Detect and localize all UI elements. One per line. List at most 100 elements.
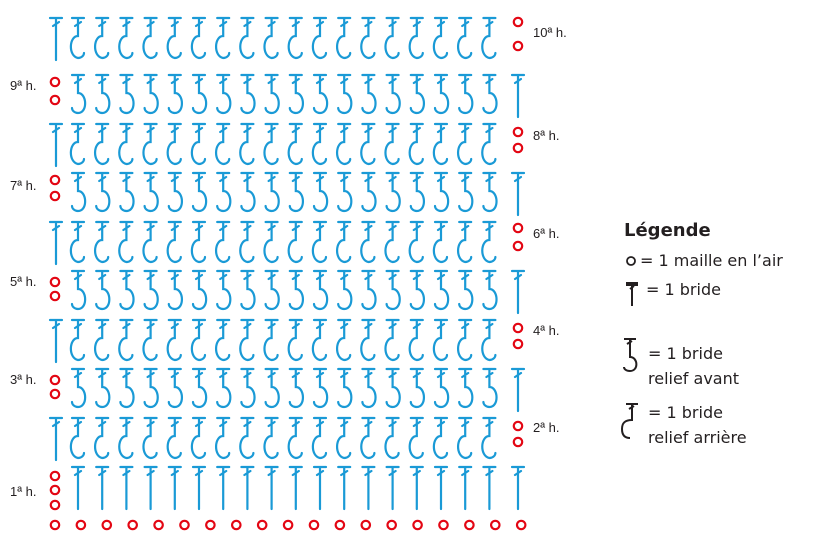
stitch-path	[312, 171, 329, 213]
chain-stitch	[512, 40, 524, 52]
stitch-path	[311, 122, 328, 166]
stitch-path	[240, 73, 256, 115]
stitch-relief-avant	[361, 73, 377, 115]
stitch-bride	[119, 465, 134, 511]
stitch-relief-avant	[337, 73, 353, 115]
stitch-relief-avant	[143, 269, 159, 311]
stitch-path	[456, 220, 473, 264]
stitch-path	[361, 73, 377, 115]
stitch-path	[384, 220, 400, 264]
stitch-path	[216, 465, 231, 511]
stitch-relief-arriere	[408, 122, 424, 166]
chain-stitch	[49, 484, 61, 496]
chain-stitch	[512, 126, 524, 138]
stitch-path	[166, 16, 182, 60]
stitch-path	[69, 318, 86, 362]
stitch-path	[70, 73, 87, 115]
stitch-path	[337, 171, 353, 213]
stitch-path	[70, 269, 87, 311]
stitch-path	[264, 73, 280, 115]
stitch-path	[335, 122, 352, 166]
stitch-grid	[48, 16, 526, 511]
stitch-path	[456, 16, 473, 60]
stitch-path	[214, 122, 231, 166]
stitch-relief-arriere	[239, 416, 255, 460]
stitch-path	[510, 73, 526, 119]
stitch-path	[48, 122, 64, 168]
stitch-path	[93, 16, 110, 60]
legend-label-back-post: = 1 bride	[648, 403, 723, 422]
stitch-path	[481, 16, 497, 60]
stitch-path	[510, 465, 526, 511]
stitch-relief-arriere	[214, 16, 231, 60]
stitch-bride	[312, 465, 328, 511]
stitch-relief-avant	[143, 73, 159, 115]
stitch-path	[216, 73, 232, 115]
legend-label-front-post: = 1 bride	[648, 344, 723, 363]
chain-stitch	[49, 388, 61, 400]
stitch-path	[240, 171, 256, 213]
stitch-path	[48, 318, 64, 364]
stitch-path	[239, 220, 255, 264]
stitch-path	[432, 122, 449, 166]
stitch-path	[142, 220, 158, 264]
stitch-relief-arriere	[335, 122, 352, 166]
stitch-path	[360, 220, 376, 264]
stitch-relief-arriere	[214, 122, 231, 166]
crochet-chart: 1ª h. 3ª h. 5ª h. 7ª h. 9ª h. 2ª h. 4ª h…	[10, 16, 567, 531]
stitch-path	[456, 318, 473, 362]
stitch-path	[433, 367, 450, 409]
stitch-relief-arriere	[311, 220, 328, 264]
stitch-path	[142, 122, 158, 166]
stitch-path	[191, 171, 208, 213]
stitch-bride	[167, 465, 182, 511]
stitch-path	[432, 16, 449, 60]
stitch-path	[167, 73, 184, 115]
stitch-path	[119, 73, 135, 115]
stitch-path	[142, 318, 158, 362]
stitch-relief-arriere	[69, 416, 86, 460]
stitch-path	[312, 465, 328, 511]
legend-label-double-crochet: = 1 bride	[646, 280, 721, 299]
chain-stitch	[101, 519, 113, 531]
stitch-path	[95, 367, 111, 409]
stitch-relief-arriere	[166, 318, 182, 362]
stitch-relief-arriere	[456, 416, 473, 460]
chain-stitch	[49, 94, 61, 106]
stitch-relief-avant	[119, 367, 135, 409]
stitch-bride	[482, 465, 497, 511]
stitch-relief-avant	[167, 171, 184, 213]
stitch-relief-avant	[312, 171, 329, 213]
stitch-bride	[288, 465, 303, 511]
stitch-path	[143, 269, 159, 311]
stitch-bride	[216, 465, 231, 511]
stitch-relief-arriere	[239, 122, 255, 166]
stitch-relief-arriere	[166, 416, 182, 460]
stitch-path	[119, 465, 134, 511]
chain-stitch	[308, 519, 320, 531]
stitch-relief-arriere	[360, 122, 376, 166]
stitch-relief-avant	[409, 73, 426, 115]
stitch-relief-avant	[409, 171, 426, 213]
stitch-relief-arriere	[481, 416, 497, 460]
stitch-relief-avant	[458, 73, 474, 115]
chain-stitch	[205, 519, 216, 531]
stitch-path	[432, 220, 449, 264]
stitch-path	[118, 16, 134, 60]
stitch-path	[95, 269, 111, 311]
chain-stitch	[489, 519, 501, 531]
stitch-path	[167, 465, 182, 511]
stitch-path	[191, 465, 207, 511]
stitch-relief-arriere	[118, 122, 134, 166]
stitch-relief-arriere	[142, 122, 158, 166]
stitch-relief-avant	[361, 269, 377, 311]
stitch-path	[510, 269, 526, 315]
stitch-path	[311, 416, 328, 460]
stitch-relief-avant	[482, 73, 498, 115]
stitch-relief-arriere	[263, 416, 279, 460]
stitch-path	[385, 73, 401, 115]
stitch-path	[482, 465, 497, 511]
stitch-path	[361, 465, 376, 511]
stitch-bride	[361, 465, 376, 511]
stitch-relief-arriere	[408, 16, 424, 60]
